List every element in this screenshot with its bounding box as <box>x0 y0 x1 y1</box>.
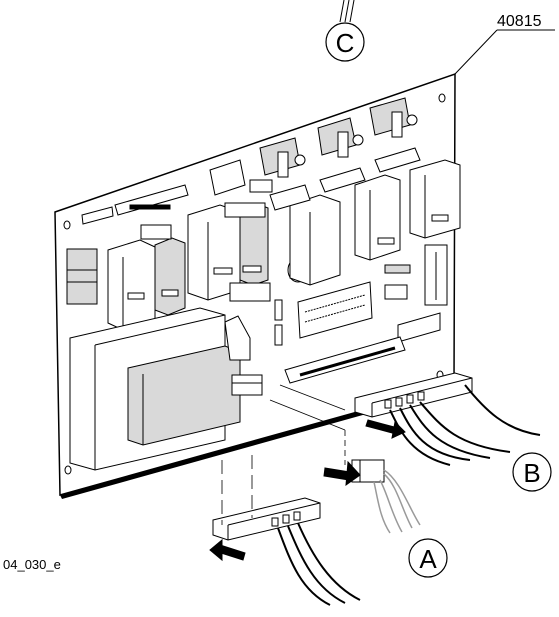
callout-c-letter: C <box>336 28 355 58</box>
connector-b <box>354 372 541 466</box>
guide-lines <box>221 384 346 525</box>
part-number-label: 40815 <box>497 13 542 30</box>
callout-a: A <box>408 538 448 578</box>
connector-bottom-left <box>209 497 361 606</box>
callout-a-letter: A <box>419 544 437 574</box>
callout-b-letter: B <box>523 458 540 488</box>
figure-code: 04_030_e <box>3 557 61 572</box>
callout-c: C <box>325 22 365 62</box>
board-components <box>66 97 461 471</box>
cable-c <box>339 0 355 23</box>
connector-a <box>323 459 421 534</box>
callout-b: B <box>512 452 552 492</box>
part-number-callout: 40815 <box>454 13 555 75</box>
